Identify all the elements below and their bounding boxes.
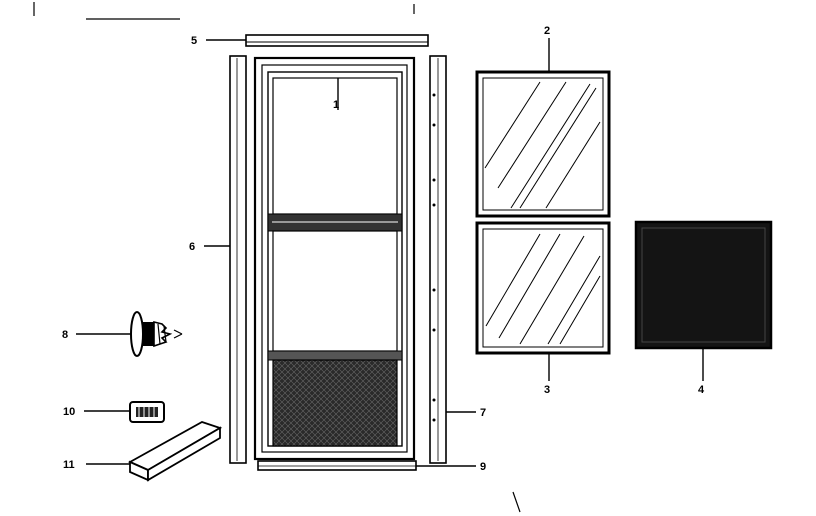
callout-9: 9 bbox=[480, 461, 486, 473]
part-3-lower-glass-panel bbox=[475, 221, 611, 381]
part-2-upper-glass-panel bbox=[475, 38, 611, 218]
callout-10: 10 bbox=[63, 406, 75, 418]
part-1-door-frame bbox=[253, 56, 416, 461]
part-9-bottom-sweep bbox=[257, 460, 476, 471]
callout-8: 8 bbox=[62, 329, 68, 341]
callout-7: 7 bbox=[480, 407, 486, 419]
part-8-screw bbox=[76, 311, 183, 357]
part-7-latch-jamb bbox=[429, 55, 476, 464]
part-4-screen-panel bbox=[634, 220, 773, 381]
part-11-filler-block bbox=[86, 421, 223, 482]
callout-4: 4 bbox=[698, 384, 705, 396]
part-6-hinge-jamb bbox=[204, 55, 247, 464]
callout-6: 6 bbox=[189, 241, 195, 253]
part-5-top-header bbox=[206, 34, 429, 47]
scan-artifacts bbox=[33, 2, 521, 513]
part-10-clip bbox=[84, 401, 165, 423]
callout-3: 3 bbox=[544, 384, 550, 396]
callout-11: 11 bbox=[63, 459, 75, 471]
callout-2: 2 bbox=[544, 25, 550, 37]
callout-1: 1 bbox=[333, 99, 339, 111]
callout-5: 5 bbox=[191, 35, 197, 47]
callout-labels: 1 2 3 4 5 6 7 8 9 10 11 bbox=[62, 25, 705, 473]
